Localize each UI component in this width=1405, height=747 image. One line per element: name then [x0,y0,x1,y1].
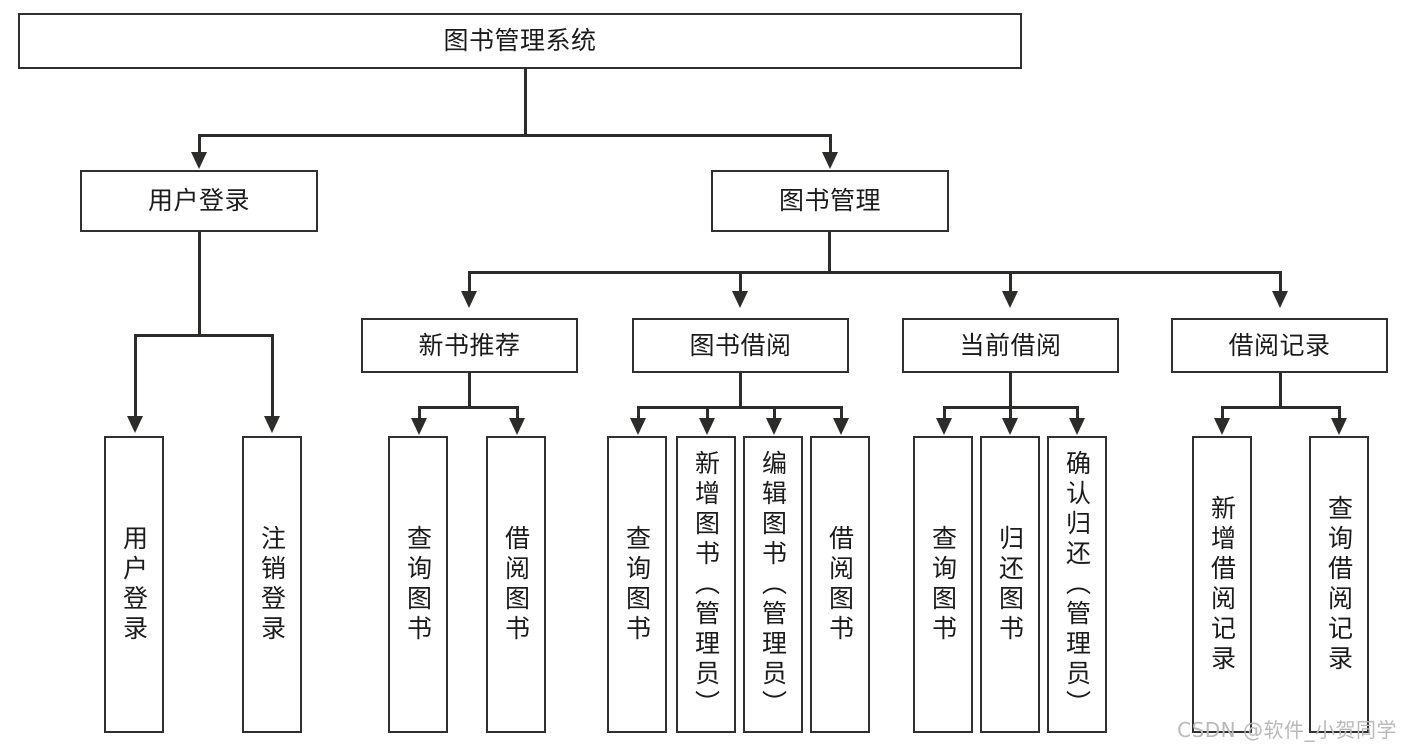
node-root-book-management-system[interactable]: 图书管理系统 [18,13,1022,69]
arrowhead-br-child-1 [1214,418,1230,435]
arrowhead-user-login-child-1 [127,416,143,433]
edge-root-to-book-management [829,134,832,154]
edge-bb-child-3 [773,406,776,420]
edge-br-bus [1221,406,1341,409]
node-label: 编辑图书（管理员） [758,449,788,720]
leaf-bb-edit-book-admin[interactable]: 编辑图书（管理员） [743,436,803,733]
leaf-bb-query-book[interactable]: 查询图书 [607,436,667,733]
edge-bm-child-2 [739,271,742,293]
arrowhead-cb-child-2 [1002,418,1018,435]
node-current-borrow[interactable]: 当前借阅 [902,318,1119,373]
arrowhead-bm-child-1 [461,291,477,308]
node-new-book-recommend[interactable]: 新书推荐 [361,318,578,373]
node-book-management[interactable]: 图书管理 [711,170,949,232]
leaf-user-login[interactable]: 用户登录 [104,436,164,733]
node-label: 归还图书 [995,524,1025,645]
edge-bb-child-1 [637,406,640,420]
edge-nbr-child-2 [516,406,519,420]
edge-bb-child-4 [840,406,843,420]
edge-user-login-stem [198,232,201,336]
node-label: 借阅记录 [1228,330,1331,360]
arrowhead-to-user-login [191,152,207,169]
arrowhead-user-login-child-2 [264,416,280,433]
node-label: 查询借阅记录 [1324,494,1354,675]
edge-root-bus [198,134,831,137]
edge-bm-child-4 [1279,271,1282,293]
arrowhead-bm-child-2 [732,291,748,308]
node-label: 用户登录 [147,186,250,216]
arrowhead-bb-child-3 [766,418,782,435]
node-label: 新增借阅记录 [1207,494,1237,675]
node-label: 借阅图书 [825,524,855,645]
arrowhead-bb-child-2 [699,418,715,435]
node-label: 图书管理系统 [443,26,597,56]
leaf-bb-add-book-admin[interactable]: 新增图书（管理员） [676,436,736,733]
csdn-watermark: CSDN @软件_小贺同学 [1177,718,1397,742]
leaf-cb-query-book[interactable]: 查询图书 [913,436,973,733]
arrowhead-nbr-child-1 [411,418,427,435]
leaf-nbr-query-book[interactable]: 查询图书 [388,436,448,733]
edge-bm-child-1 [468,271,471,293]
arrowhead-bm-child-3 [1002,291,1018,308]
edge-nbr-child-1 [418,406,421,420]
node-book-borrow[interactable]: 图书借阅 [632,318,849,373]
edge-nbr-stem [468,373,471,408]
node-label: 图书借阅 [689,330,792,360]
edge-nbr-bus [418,406,519,409]
leaf-br-add-record[interactable]: 新增借阅记录 [1192,436,1252,733]
edge-br-child-1 [1221,406,1224,420]
arrowhead-bb-child-4 [833,418,849,435]
arrowhead-to-book-management [822,152,838,169]
leaf-nbr-borrow-book[interactable]: 借阅图书 [486,436,546,733]
edge-root-to-user-login [198,134,201,154]
arrowhead-bm-child-4 [1272,291,1288,308]
edge-book-management-bus [468,271,1282,274]
node-label: 注销登录 [257,524,287,645]
arrowhead-cb-child-3 [1069,418,1085,435]
edge-bb-child-2 [706,406,709,420]
arrowhead-br-child-2 [1331,418,1347,435]
node-label: 确认归还（管理员） [1062,449,1092,720]
node-label: 图书管理 [778,186,881,216]
node-label: 查询图书 [403,524,433,645]
node-user-login[interactable]: 用户登录 [80,170,318,232]
node-label: 借阅图书 [501,524,531,645]
arrowhead-nbr-child-2 [509,418,525,435]
leaf-logout[interactable]: 注销登录 [242,436,302,733]
edge-user-login-child-2 [271,334,274,418]
edge-bm-child-3 [1009,271,1012,293]
edge-br-child-2 [1338,406,1341,420]
edge-cb-child-2 [1009,406,1012,420]
edge-book-management-stem [828,232,831,274]
edge-cb-stem [1009,373,1012,408]
edge-cb-child-1 [943,406,946,420]
edge-bb-bus [637,406,842,409]
node-label: 新增图书（管理员） [691,449,721,720]
edge-cb-child-3 [1076,406,1079,420]
node-label: 查询图书 [622,524,652,645]
node-label: 查询图书 [928,524,958,645]
edge-root-stem [524,69,527,136]
leaf-br-query-record[interactable]: 查询借阅记录 [1309,436,1369,733]
node-borrow-record[interactable]: 借阅记录 [1171,318,1388,373]
node-label: 新书推荐 [418,330,521,360]
node-label: 当前借阅 [959,330,1062,360]
edge-br-stem [1279,373,1282,408]
leaf-bb-borrow-book[interactable]: 借阅图书 [810,436,870,733]
arrowhead-bb-child-1 [630,418,646,435]
edge-user-login-bus [134,334,273,337]
leaf-cb-confirm-return-admin[interactable]: 确认归还（管理员） [1047,436,1107,733]
leaf-cb-return-book[interactable]: 归还图书 [980,436,1040,733]
edge-bb-stem [739,373,742,408]
arrowhead-cb-child-1 [936,418,952,435]
edge-user-login-child-1 [134,334,137,418]
node-label: 用户登录 [119,524,149,645]
